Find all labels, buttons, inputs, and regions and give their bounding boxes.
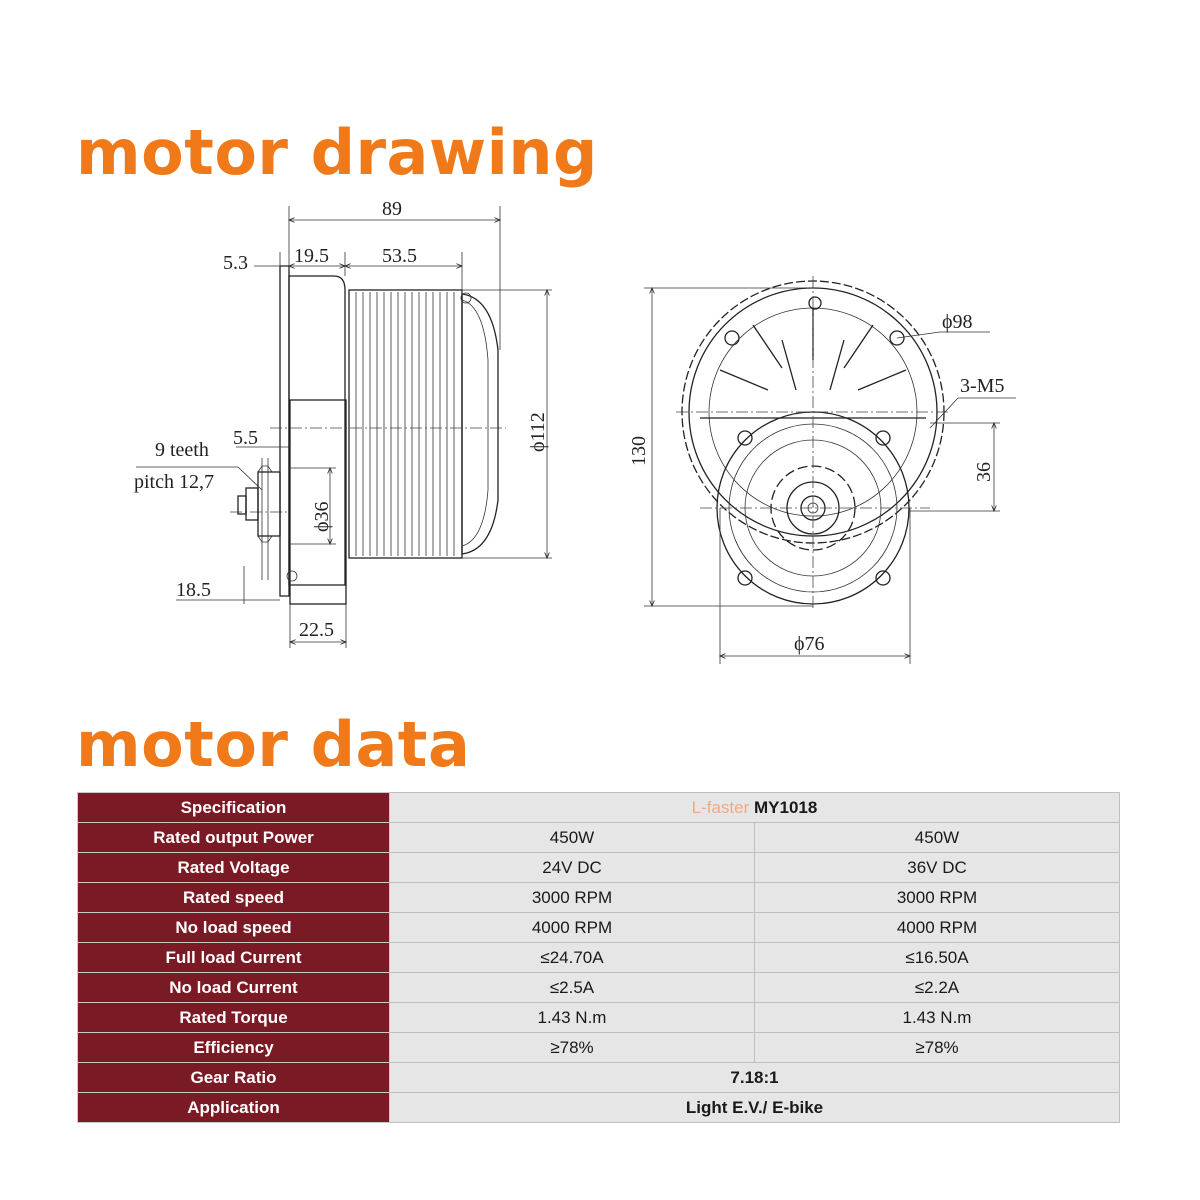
dim-shaft-dia: ϕ36 bbox=[311, 501, 333, 532]
value-24v: 24V DC bbox=[389, 852, 755, 883]
label-teeth: 9 teeth bbox=[155, 439, 209, 461]
dim-gearbox: 19.5 bbox=[294, 245, 329, 267]
table-row: No load Current ≤2.5A ≤2.2A bbox=[77, 972, 1120, 1003]
table-row: Rated output Power 450W 450W bbox=[77, 822, 1120, 853]
application-value: Light E.V./ E-bike bbox=[389, 1092, 1120, 1123]
dim-hub-dia: ϕ76 bbox=[794, 633, 825, 655]
value-36v: 4000 RPM bbox=[754, 912, 1120, 943]
row-label: Rated Torque bbox=[77, 1002, 390, 1033]
table-row-header: Specification L-faster MY1018 bbox=[77, 792, 1120, 823]
row-label: Application bbox=[77, 1092, 390, 1123]
value-36v: 450W bbox=[754, 822, 1120, 853]
value-36v: ≥78% bbox=[754, 1032, 1120, 1063]
brand-name: L-faster bbox=[691, 797, 750, 817]
row-label: Specification bbox=[77, 792, 390, 823]
value-24v: 3000 RPM bbox=[389, 882, 755, 913]
value-24v: 4000 RPM bbox=[389, 912, 755, 943]
value-24v: ≤2.5A bbox=[389, 972, 755, 1003]
front-view: 130 ϕ98 3-M5 36 ϕ76 bbox=[628, 276, 1016, 664]
model-name: MY1018 bbox=[754, 797, 818, 817]
value-36v: ≤2.2A bbox=[754, 972, 1120, 1003]
value-36v: 3000 RPM bbox=[754, 882, 1120, 913]
dim-height: 130 bbox=[628, 436, 650, 466]
table-row: No load speed 4000 RPM 4000 RPM bbox=[77, 912, 1120, 943]
label-holes: 3-M5 bbox=[960, 375, 1004, 397]
table-row: Rated Torque 1.43 N.m 1.43 N.m bbox=[77, 1002, 1120, 1033]
spec-table: Specification L-faster MY1018 Rated outp… bbox=[77, 792, 1120, 1123]
row-label: Gear Ratio bbox=[77, 1062, 390, 1093]
table-row: Full load Current ≤24.70A ≤16.50A bbox=[77, 942, 1120, 973]
table-row-application: Application Light E.V./ E-bike bbox=[77, 1092, 1120, 1123]
side-view: ϕ36 ϕ112 89 5.3 19.5 53.5 5.5 9 teeth pi… bbox=[134, 198, 552, 648]
value-24v: 1.43 N.m bbox=[389, 1002, 755, 1033]
cooling-fins bbox=[355, 292, 455, 556]
label-pitch: pitch 12,7 bbox=[134, 471, 214, 493]
value-36v: ≤16.50A bbox=[754, 942, 1120, 973]
motor-drawing-heading: motor drawing bbox=[76, 116, 598, 189]
dim-body: 53.5 bbox=[382, 245, 417, 267]
value-36v: 1.43 N.m bbox=[754, 1002, 1120, 1033]
row-label: No load speed bbox=[77, 912, 390, 943]
value-24v: ≤24.70A bbox=[389, 942, 755, 973]
table-row-gear-ratio: Gear Ratio 7.18:1 bbox=[77, 1062, 1120, 1093]
row-label: Full load Current bbox=[77, 942, 390, 973]
bolt-holes bbox=[724, 296, 905, 586]
dim-flange: 5.3 bbox=[223, 252, 248, 274]
row-label: Rated Voltage bbox=[77, 852, 390, 883]
dim-base: 22.5 bbox=[299, 619, 334, 641]
motor-technical-drawing: ϕ36 ϕ112 89 5.3 19.5 53.5 5.5 9 teeth pi… bbox=[134, 198, 1016, 664]
value-36v: 36V DC bbox=[754, 852, 1120, 883]
row-label: Rated output Power bbox=[77, 822, 390, 853]
table-row: Rated speed 3000 RPM 3000 RPM bbox=[77, 882, 1120, 913]
row-label: Rated speed bbox=[77, 882, 390, 913]
model-cell: L-faster MY1018 bbox=[389, 792, 1120, 823]
dim-sprocket-offset: 5.5 bbox=[233, 427, 258, 449]
table-row: Rated Voltage 24V DC 36V DC bbox=[77, 852, 1120, 883]
row-label: Efficiency bbox=[77, 1032, 390, 1063]
dim-bolt-circle: ϕ98 bbox=[942, 311, 973, 333]
motor-data-heading: motor data bbox=[76, 708, 471, 781]
dim-center-offset: 36 bbox=[973, 462, 995, 482]
gear-ratio-value: 7.18:1 bbox=[389, 1062, 1120, 1093]
value-24v: 450W bbox=[389, 822, 755, 853]
dim-sprocket-length: 18.5 bbox=[176, 579, 211, 601]
value-24v: ≥78% bbox=[389, 1032, 755, 1063]
dim-overall-length: 89 bbox=[382, 198, 402, 220]
row-label: No load Current bbox=[77, 972, 390, 1003]
table-row: Efficiency ≥78% ≥78% bbox=[77, 1032, 1120, 1063]
dim-body-dia: ϕ112 bbox=[527, 412, 549, 452]
